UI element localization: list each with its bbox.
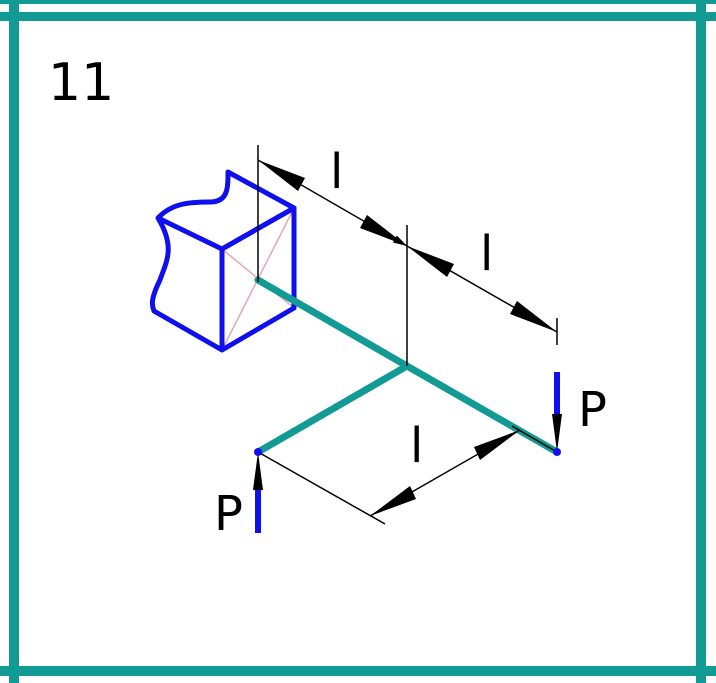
wall-support <box>149 169 297 353</box>
force-label-left: P <box>214 486 243 542</box>
problem-number: 11 <box>48 53 114 113</box>
beam-segment-1 <box>254 276 411 370</box>
force-arrow-left <box>253 448 263 533</box>
extension-lines <box>257 145 558 525</box>
dimension-arrowheads <box>258 160 557 516</box>
beam-segment-3 <box>254 362 411 456</box>
force-label-right: P <box>578 382 607 438</box>
force-arrow-right <box>552 372 562 456</box>
dimension-label-upper-right: l <box>480 226 493 282</box>
dimension-label-lower: l <box>410 418 423 474</box>
dimension-label-upper-left: l <box>330 144 343 200</box>
